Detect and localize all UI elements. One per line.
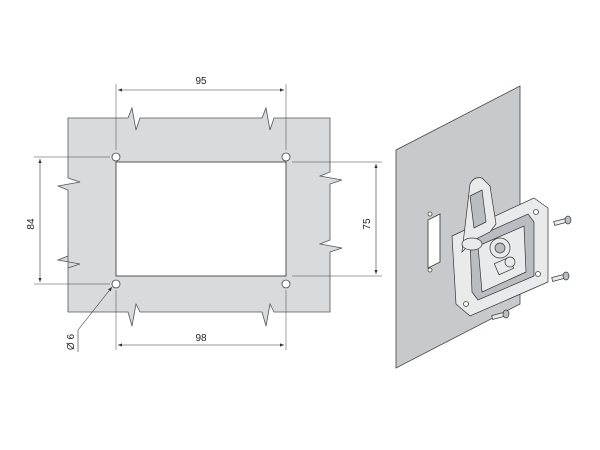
dim-label-top: 95 — [195, 76, 207, 87]
screw-icon — [491, 215, 572, 320]
dim-label-bottom: 98 — [195, 333, 207, 344]
mounting-hole-tr — [281, 152, 291, 162]
dim-leader-hole — [77, 286, 113, 331]
mounting-hole-br — [281, 279, 291, 289]
dim-label-left: 84 — [26, 218, 37, 230]
screw-1 — [553, 215, 572, 226]
t-handle-latch-icon — [395, 85, 549, 369]
cutout-opening — [115, 161, 287, 277]
mounting-hole-tl — [111, 152, 121, 162]
panel-cutout — [427, 213, 441, 269]
dim-label-right: 75 — [362, 218, 373, 230]
screw-3 — [491, 309, 510, 320]
mounting-hole-bl — [111, 279, 121, 289]
dim-label-hole: Ø 6 — [66, 334, 77, 351]
cutout-drawing-icon — [34, 84, 382, 352]
screw-2 — [551, 271, 570, 282]
